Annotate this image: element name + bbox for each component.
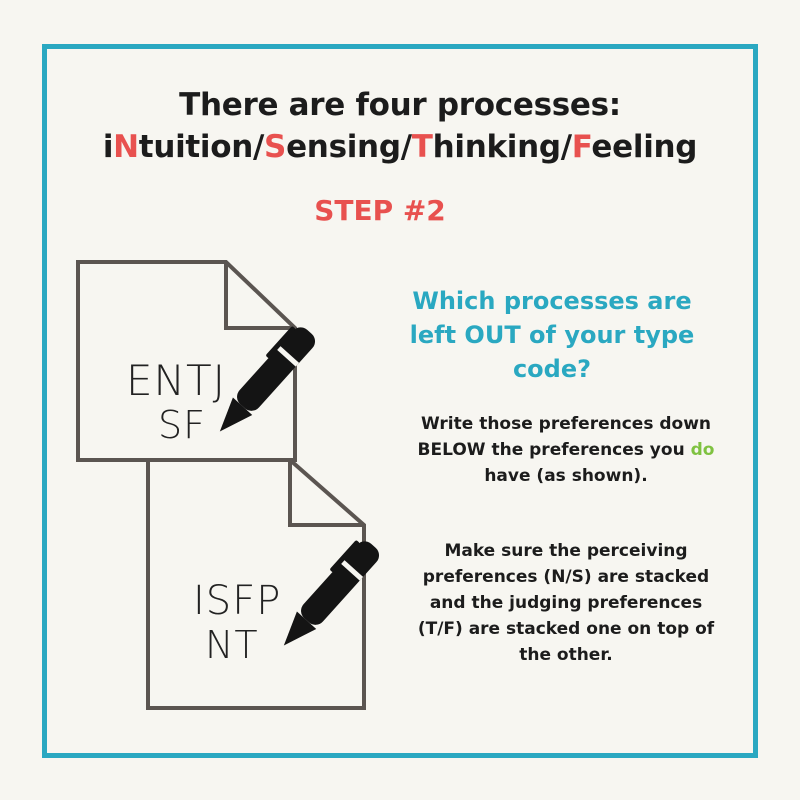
instruction2-line-2: preferences (N/S) are stacked bbox=[422, 567, 710, 587]
heading-accent-letter: N bbox=[113, 129, 139, 165]
highlight-do: do bbox=[690, 440, 715, 460]
heading-line-2: iNtuition/Sensing/Thinking/Feeling bbox=[0, 128, 800, 166]
question-text: Which processes are left OUT of your typ… bbox=[362, 284, 742, 386]
heading-segment: i bbox=[102, 129, 114, 165]
back-paper-type-code: ENTJ bbox=[126, 356, 226, 405]
heading-accent-letter: F bbox=[571, 129, 592, 165]
question-line-1: Which processes are bbox=[412, 287, 692, 315]
heading-accent-letter: S bbox=[264, 129, 287, 165]
instruction1-line-1: Write those preferences down bbox=[420, 414, 712, 434]
heading-segment: ensing/ bbox=[286, 129, 412, 165]
instruction1-line-2-text: BELOW the preferences you bbox=[417, 440, 691, 460]
page-frame bbox=[42, 44, 758, 758]
instruction-stacking: Make sure the perceiving preferences (N/… bbox=[390, 538, 742, 668]
heading-line-1: There are four processes: bbox=[179, 87, 621, 123]
paper-icon: ISFP NT bbox=[146, 458, 366, 710]
pen-icon bbox=[219, 326, 316, 432]
instruction-write-below: Write those preferences down BELOW the p… bbox=[390, 411, 742, 489]
front-paper-type-code: ISFP bbox=[193, 578, 281, 624]
instruction2-line-3: and the judging preferences bbox=[429, 593, 703, 613]
back-paper-left-out: SF bbox=[158, 403, 206, 447]
pen-icon bbox=[283, 540, 380, 646]
question-line-3: code? bbox=[512, 355, 592, 383]
heading-segment: eeling bbox=[591, 129, 698, 165]
instruction2-line-4: (T/F) are stacked one on top of bbox=[417, 619, 715, 639]
front-paper-left-out: NT bbox=[205, 623, 259, 667]
heading-segment: tuition/ bbox=[138, 129, 265, 165]
instruction1-line-2: BELOW the preferences you do bbox=[390, 437, 742, 463]
instruction2-line-1: Make sure the perceiving bbox=[444, 541, 688, 561]
instruction2-line-5: the other. bbox=[519, 645, 613, 665]
heading-segment: hinking/ bbox=[432, 129, 573, 165]
heading-accent-letter: T bbox=[411, 129, 433, 165]
question-line-2: left OUT of your type bbox=[409, 321, 695, 349]
step-label: STEP #2 bbox=[314, 194, 446, 227]
paper-icon: ENTJ SF bbox=[76, 260, 297, 462]
instruction1-line-3: have (as shown). bbox=[484, 466, 648, 486]
